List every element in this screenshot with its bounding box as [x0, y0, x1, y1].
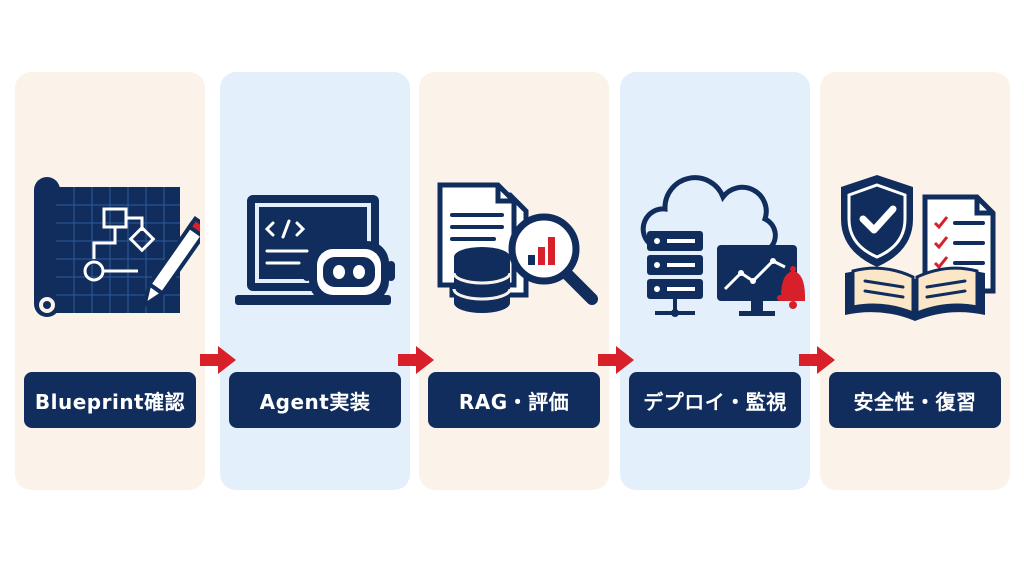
step-label: 安全性・復習 — [829, 372, 1001, 428]
step-icon-area — [419, 167, 609, 327]
step-icon-area — [15, 167, 205, 327]
arrow-right-icon — [598, 346, 634, 374]
blueprint-icon — [34, 177, 200, 317]
step-icon-area — [820, 167, 1010, 327]
step-label: Agent実装 — [229, 372, 401, 428]
step-icon-area — [220, 167, 410, 327]
document-database-search-icon — [437, 182, 598, 313]
step-label: デプロイ・監視 — [629, 372, 801, 428]
step-label: Blueprint確認 — [24, 372, 196, 428]
cloud-server-monitor-icon — [640, 175, 805, 317]
arrow-right-icon — [200, 346, 236, 374]
laptop-robot-icon — [235, 195, 395, 305]
arrow-right-icon — [799, 346, 835, 374]
arrow-right-icon — [398, 346, 434, 374]
step-label: RAG・評価 — [428, 372, 600, 428]
step-panel-blueprint: Blueprint確認 — [15, 72, 205, 490]
step-icon-area — [620, 167, 810, 327]
step-panel-deploy: デプロイ・監視 — [620, 72, 810, 490]
step-panel-safety: 安全性・復習 — [820, 72, 1010, 490]
shield-checklist-book-icon — [841, 175, 996, 321]
step-panel-agent: Agent実装 — [220, 72, 410, 490]
step-panel-rag: RAG・評価 — [419, 72, 609, 490]
